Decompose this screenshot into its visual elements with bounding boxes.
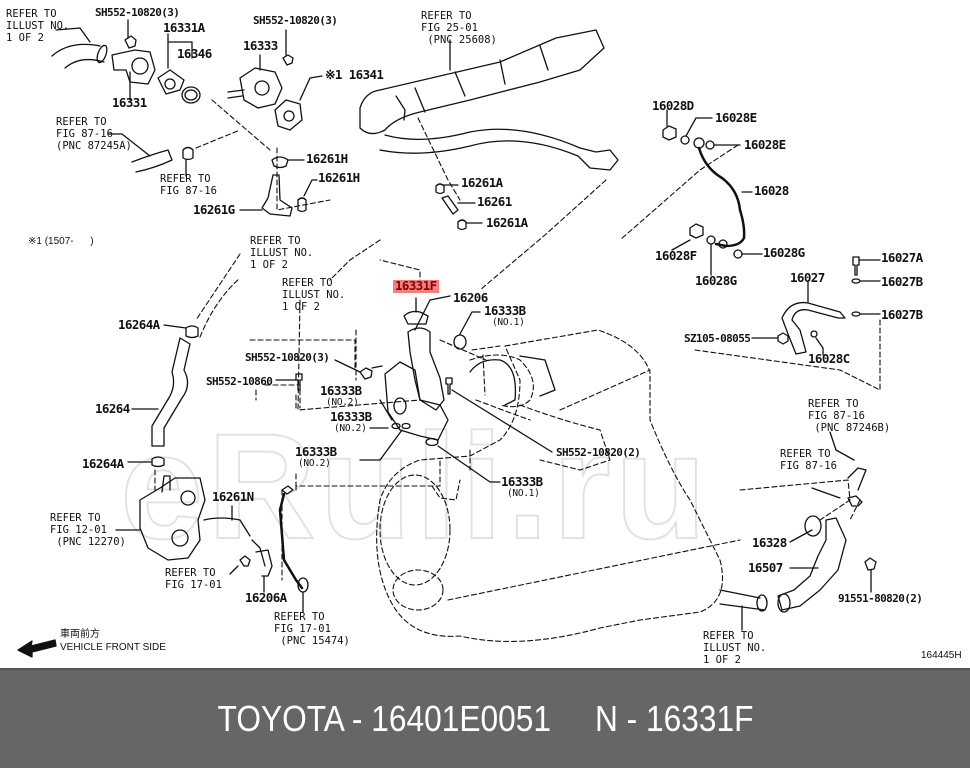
engine-block xyxy=(154,99,881,642)
pipe-16507 xyxy=(777,517,847,611)
part-label-16331A[interactable]: 16331A xyxy=(163,20,205,35)
part-label-16333B[interactable]: 16333B xyxy=(484,303,526,318)
fastener-label[interactable]: 91551-80820(2) xyxy=(838,592,923,605)
part-label-16206A[interactable]: 16206A xyxy=(245,590,287,605)
part-label-16028G[interactable]: 16028G xyxy=(695,273,737,288)
pipe-16028 xyxy=(697,146,746,248)
gasket-16341 xyxy=(274,99,303,131)
part-label-16261A[interactable]: 16261A xyxy=(486,215,528,230)
part-label-16264[interactable]: 16264 xyxy=(95,401,130,416)
water-inlet-16333 xyxy=(239,67,283,109)
sub-label-no2: (NO.2) xyxy=(326,397,359,408)
part-label-16346[interactable]: 16346 xyxy=(177,46,212,61)
part-label-16328[interactable]: 16328 xyxy=(752,535,787,550)
part-label-16028G[interactable]: 16028G xyxy=(763,245,805,260)
turbocharger xyxy=(469,359,517,406)
parts-diagram: eRuli.ru xyxy=(6,6,962,666)
sub-label-no2: (NO.2) xyxy=(298,458,331,469)
part-label-16331[interactable]: 16331 xyxy=(112,95,147,110)
fastener-label[interactable]: SH552-10820(2) xyxy=(556,446,641,459)
part-label-16341[interactable]: ※1 16341 xyxy=(325,67,384,82)
illustration-id: 164445H xyxy=(921,650,962,661)
part-label-16261A[interactable]: 16261A xyxy=(461,175,503,190)
part-label-16206[interactable]: 16206 xyxy=(453,290,488,305)
thermostat-16331A xyxy=(157,69,185,95)
part-label-16261H[interactable]: 16261H xyxy=(306,151,348,166)
part-label-16261[interactable]: 16261 xyxy=(477,194,512,209)
footer-part-info: TOYOTA - 16401E0051 N - 16331F xyxy=(217,698,753,739)
part-label-16507[interactable]: 16507 xyxy=(748,560,783,575)
part-label-16333B[interactable]: 16333B xyxy=(295,444,337,459)
fastener-label[interactable]: SH552-10820(3) xyxy=(253,14,338,27)
applicability-note: ※1 (1507- ) xyxy=(28,236,94,247)
hose-top-left xyxy=(51,43,105,69)
direction-en: VEHICLE FRONT SIDE xyxy=(60,642,166,653)
water-outlet-16331 xyxy=(111,49,156,85)
hose-16261 xyxy=(441,195,459,215)
sub-label-no1: (NO.1) xyxy=(492,317,525,328)
part-label-16333B[interactable]: 16333B xyxy=(501,474,543,489)
gasket-16346 xyxy=(181,86,201,104)
part-label-16028C[interactable]: 16028C xyxy=(808,351,850,366)
fastener-label[interactable]: SH552-10860 xyxy=(206,375,273,388)
part-label-16027B[interactable]: 16027B xyxy=(881,274,923,289)
footer-bar: TOYOTA - 16401E0051 N - 16331F xyxy=(0,668,970,768)
hose-16261N xyxy=(203,517,266,567)
bracket-16027 xyxy=(781,301,846,355)
o-ring-16333B xyxy=(453,334,467,350)
exhaust-pipe xyxy=(359,29,605,135)
fastener-label[interactable]: SZ105-08055 xyxy=(684,332,751,345)
part-label-16261H[interactable]: 16261H xyxy=(318,170,360,185)
part-label-16261N[interactable]: 16261N xyxy=(212,489,254,504)
union-bolt-16028F xyxy=(689,223,704,239)
part-label-16333B[interactable]: 16333B xyxy=(330,409,372,424)
water-pump xyxy=(139,477,206,561)
hose-16261G xyxy=(261,174,293,217)
front-arrow-icon xyxy=(17,639,57,658)
o-ring-16328 xyxy=(804,515,822,537)
union-bolt-16028D xyxy=(662,125,677,141)
part-label-16264A[interactable]: 16264A xyxy=(118,317,160,332)
part-label-16331F-highlighted[interactable]: 16331F xyxy=(393,278,439,293)
pipe-15474 xyxy=(278,492,304,590)
part-label-16261G[interactable]: 16261G xyxy=(193,202,235,217)
diagram-drawing xyxy=(17,19,881,658)
part-label-16028D[interactable]: 16028D xyxy=(652,98,694,113)
fastener-label[interactable]: SH552-10820(3) xyxy=(95,6,180,19)
part-label-16028F[interactable]: 16028F xyxy=(655,248,697,263)
part-label-16333B[interactable]: 16333B xyxy=(320,383,362,398)
sub-label-no1: (NO.1) xyxy=(507,488,540,499)
part-label-16028E[interactable]: 16028E xyxy=(715,110,757,125)
bolt-16027A xyxy=(852,256,860,276)
part-label-16027[interactable]: 16027 xyxy=(790,270,825,285)
part-label-16028[interactable]: 16028 xyxy=(754,183,789,198)
hose-16264 xyxy=(151,337,191,447)
sub-label-no2: (NO.2) xyxy=(334,423,367,434)
fastener-label[interactable]: SH552-10820(3) xyxy=(245,351,330,364)
part-label-16333[interactable]: 16333 xyxy=(243,38,278,53)
cap-16331F xyxy=(403,310,429,325)
part-label-16027B[interactable]: 16027B xyxy=(881,307,923,322)
part-label-16028E[interactable]: 16028E xyxy=(744,137,786,152)
part-label-16027A[interactable]: 16027A xyxy=(881,250,923,265)
part-label-16264A[interactable]: 16264A xyxy=(82,456,124,471)
direction-jp: 車両前方 xyxy=(60,629,100,640)
